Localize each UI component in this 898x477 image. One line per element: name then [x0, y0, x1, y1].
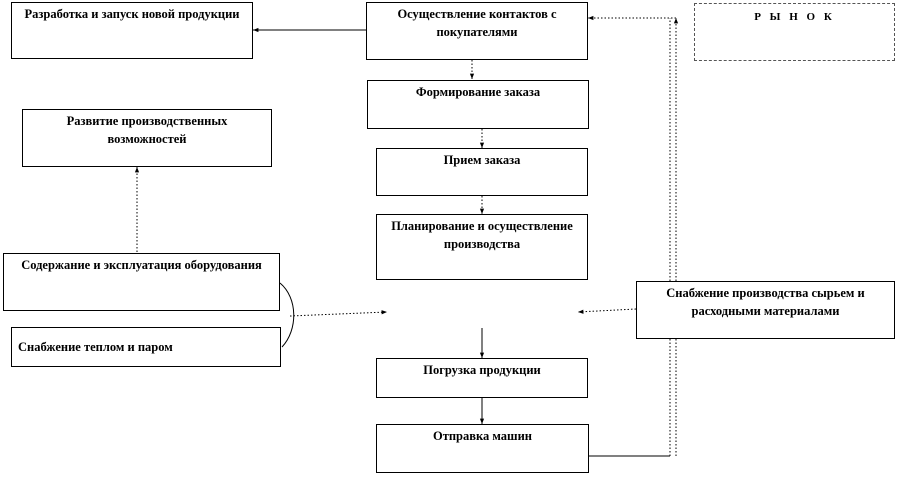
box-equipment-label: Содержание и эксплуатация оборудования: [21, 258, 262, 272]
box-capacity-label: Развитие производственных возможностей: [66, 114, 228, 147]
arrow-materials-to-center: [577, 308, 637, 314]
box-development: Разработка и запуск новой продукции: [11, 2, 253, 59]
box-shipping-label: Отправка машин: [432, 429, 533, 443]
box-order-forming: Формирование заказа: [367, 80, 589, 129]
box-planning-label: Планирование и осуществление производств…: [391, 219, 573, 252]
box-market: Р Ы Н О К: [694, 3, 895, 61]
box-order-accept-label: Прием заказа: [443, 153, 521, 167]
box-heat-supply-label: Снабжение теплом и паром: [18, 339, 173, 354]
brace-equipment-heat: [279, 282, 295, 348]
box-supply-materials: Снабжение производства сырьем и расходны…: [636, 281, 895, 339]
box-capacity: Развитие производственных возможностей: [22, 109, 272, 167]
box-planning: Планирование и осуществление производств…: [376, 214, 588, 280]
box-heat-supply: Снабжение теплом и паром: [11, 327, 281, 367]
box-supply-materials-label: Снабжение производства сырьем и расходны…: [666, 286, 865, 319]
box-order-accept: Прием заказа: [376, 148, 588, 196]
arrow-support-to-center: [289, 310, 388, 317]
box-loading: Погрузка продукции: [376, 358, 588, 398]
box-loading-label: Погрузка продукции: [423, 363, 541, 377]
box-contacts-label: Осуществление контактов с покупателями: [397, 7, 557, 40]
box-order-forming-label: Формирование заказа: [415, 85, 541, 99]
box-market-label: Р Ы Н О К: [754, 11, 835, 23]
box-contacts: Осуществление контактов с покупателями: [366, 2, 588, 60]
box-development-label: Разработка и запуск новой продукции: [24, 7, 240, 21]
box-shipping: Отправка машин: [376, 424, 589, 473]
box-equipment: Содержание и эксплуатация оборудования: [3, 253, 280, 311]
